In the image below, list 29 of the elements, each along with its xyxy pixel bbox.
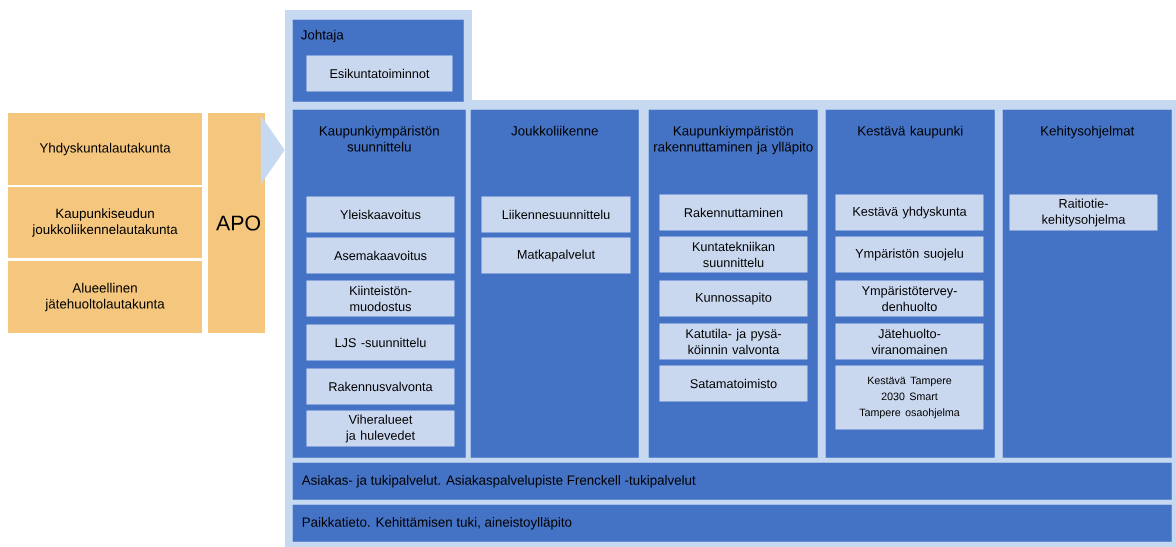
chevron-arrow [260,115,285,185]
node-label: Kaupunkiseudun joukkoliikennelautakunta [32,208,178,237]
section-box: Matkapalvelut [481,237,631,274]
section-box: Katutila- ja pysä- köinnin valvonta [659,323,808,360]
section-box: Kestävä yhdyskunta [835,194,984,231]
org-box: APO [208,113,265,333]
service-band: Asiakas- ja tukipalvelut. Asiakaspalvelupiste Frenckell -tukipalvelut [292,462,1172,500]
section-box: Kunnossapito [659,280,808,317]
section-box: Raitiotie- kehitysohjelma [1009,194,1158,231]
section-box: LJS -suunnittelu [306,324,455,361]
section-box: Rakennuttaminen [659,194,808,231]
node-label: Yhdyskuntalautakunta [39,142,171,156]
section-box: Jätehuolto- viranomainen [835,323,984,360]
org-box: Yhdyskuntalautakunta [8,113,202,185]
section-box: Kiinteistön- muodostus [306,280,455,317]
section-box: Rakennusvalvonta [306,368,455,405]
section-box: Yleiskaavoitus [306,196,455,233]
section-box: Kestävä Tampere 2030 Smart Tampere osaohjelma [835,365,984,430]
org-box: Alueellinen jätehuoltolautakunta [8,261,202,333]
section-box: Asemakaavoitus [306,237,455,274]
section-box: Ympäristön suojelu [835,236,984,273]
section-box: Kuntatekniikan suunnittelu [659,236,808,273]
section-box: Liikennesuunnittelu [481,196,631,233]
section-box: Satamatoimisto [659,365,808,402]
section-box: Ympäristötervey- denhuolto [835,280,984,317]
section-box: Viheralueet ja hulevedet [306,410,455,447]
service-band: Paikkatieto. Kehittämisen tuki, aineistoylläpito [292,504,1172,542]
org-box: Kaupunkiseudun joukkoliikennelautakunta [8,187,202,258]
section-box: Esikuntatoiminnot [306,55,453,92]
